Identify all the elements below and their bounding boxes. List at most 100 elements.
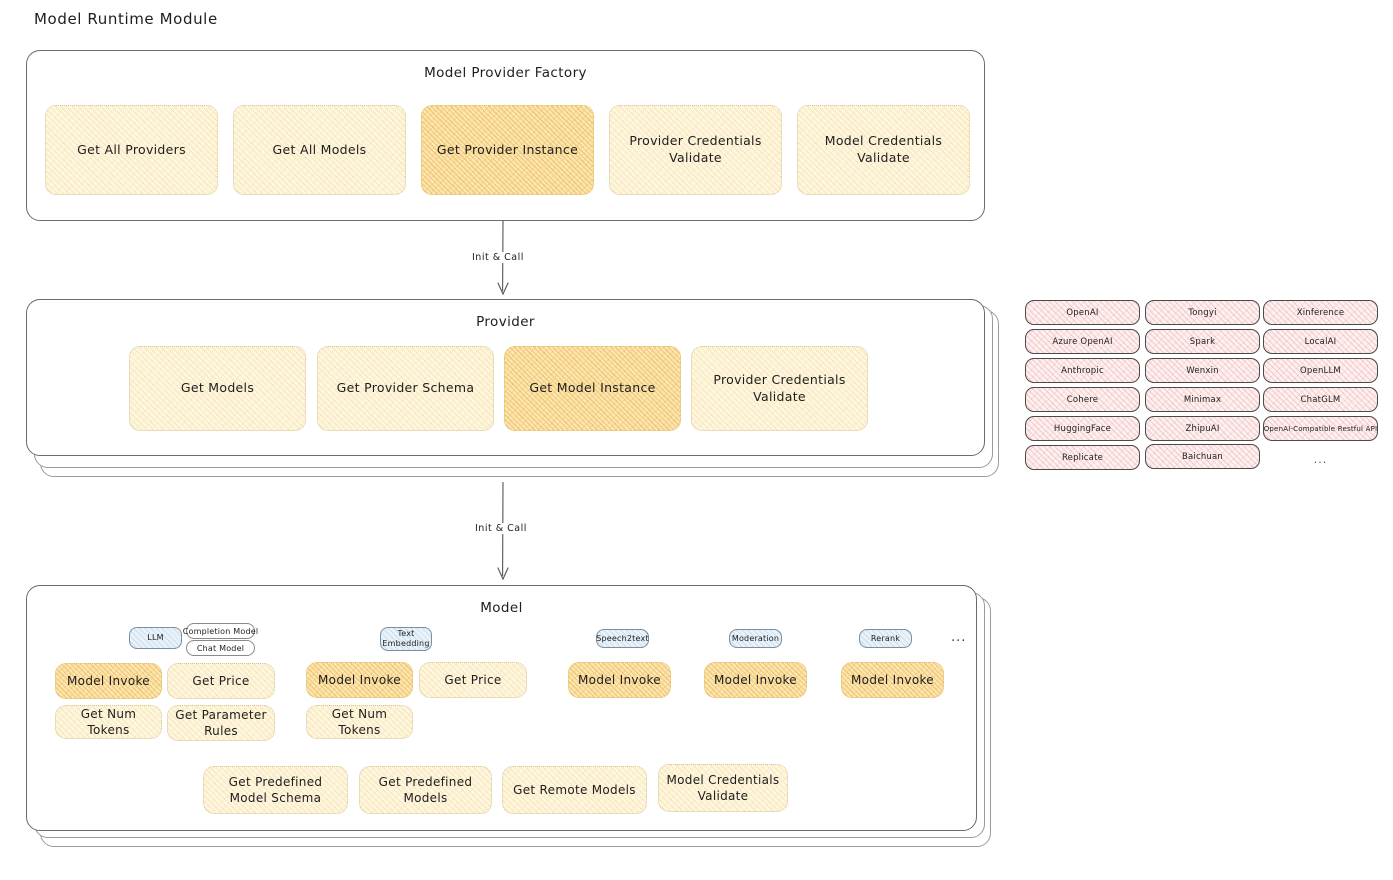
factory-method-model-credentials-validate[interactable]: Model Credentials Validate [797,105,970,195]
provider-tag-label: Wenxin [1186,365,1219,376]
provider-tag-tongyi[interactable]: Tongyi [1145,300,1260,325]
model-common-method-get-predefined-model-schema[interactable]: Get Predefined Model Schema [203,766,348,814]
provider-tag-label: ChatGLM [1300,394,1341,405]
provider-tag-openllm[interactable]: OpenLLM [1263,358,1378,383]
provider-tag-xinference[interactable]: Xinference [1263,300,1378,325]
provider-tag-label: Replicate [1061,452,1104,463]
provider-tag-huggingface[interactable]: HuggingFace [1025,416,1140,441]
method-label: Get Remote Models [513,782,636,797]
provider-tag-label: Baichuan [1181,451,1224,462]
factory-method-label: Model Credentials Validate [824,133,943,165]
provider-tag-label: LocalAI [1304,336,1337,347]
method-label: Get Predefined Model Schema [228,774,323,805]
method-label: Model Invoke [851,672,934,687]
model-type-label: Speech2text [596,633,649,643]
rerank-method-model-invoke[interactable]: Model Invoke [841,662,944,698]
provider-tag-label: Azure OpenAI [1052,336,1113,347]
provider-tag-minimax[interactable]: Minimax [1145,387,1260,412]
model-common-method-get-predefined-models[interactable]: Get Predefined Models [359,766,492,814]
model-subtype-label: Completion Model [182,626,259,636]
method-label: Get Parameter Rules [175,707,267,738]
provider-tag-label: Cohere [1066,394,1099,405]
llm-method-get-num-tokens[interactable]: Get Num Tokens [55,705,162,739]
provider-method-get-provider-schema[interactable]: Get Provider Schema [317,346,494,431]
factory-method-provider-credentials-validate[interactable]: Provider Credentials Validate [609,105,782,195]
provider-tag-wenxin[interactable]: Wenxin [1145,358,1260,383]
method-label: Model Invoke [578,672,661,687]
provider-method-label: Get Provider Schema [336,380,475,396]
provider-tag-anthropic[interactable]: Anthropic [1025,358,1140,383]
model-title: Model [480,600,523,616]
model-subtype-chat-model[interactable]: Chat Model [186,640,255,656]
text-embedding-method-model-invoke[interactable]: Model Invoke [306,662,413,698]
arrow-label-init-call-1: Init & Call [469,252,527,263]
text-embedding-method-get-num-tokens[interactable]: Get Num Tokens [306,705,413,739]
model-type-label: Rerank [870,633,901,643]
provider-title: Provider [476,314,535,330]
factory-method-label: Get All Models [272,141,367,157]
factory-method-label: Get All Providers [77,141,186,157]
method-label: Model Invoke [67,673,150,688]
provider-tag-spark[interactable]: Spark [1145,329,1260,354]
provider-tag-chatglm[interactable]: ChatGLM [1263,387,1378,412]
model-common-method-get-remote-models[interactable]: Get Remote Models [502,766,647,814]
provider-method-provider-credentials-validate[interactable]: Provider Credentials Validate [691,346,868,431]
model-type-rerank-chip[interactable]: Rerank [859,629,912,648]
model-types-more: ... [951,630,967,645]
model-type-llm-chip[interactable]: LLM [129,627,182,649]
provider-method-get-model-instance[interactable]: Get Model Instance [504,346,681,431]
llm-method-model-invoke[interactable]: Model Invoke [55,663,162,699]
provider-tag-label: Tongyi [1188,307,1217,318]
model-common-method-model-credentials-validate[interactable]: Model Credentials Validate [658,764,788,812]
factory-method-get-provider-instance[interactable]: Get Provider Instance [421,105,594,195]
method-label: Get Num Tokens [331,706,388,737]
model-panel: Model [26,585,977,831]
provider-tag-label: Spark [1189,336,1216,347]
model-subtype-label: Chat Model [196,643,245,653]
method-label: Get Price [192,673,250,688]
provider-method-label: Get Models [180,380,255,396]
page-title: Model Runtime Module [34,10,218,28]
method-label: Model Credentials Validate [666,772,780,803]
provider-tag-label: OpenAI-Compatible Restful API [1263,424,1378,433]
provider-tag-label: Minimax [1183,394,1222,405]
provider-tag-localai[interactable]: LocalAI [1263,329,1378,354]
provider-tag-replicate[interactable]: Replicate [1025,445,1140,470]
provider-tag-label: HuggingFace [1053,423,1112,434]
provider-tag-label: Anthropic [1061,365,1104,376]
provider-tag-baichuan[interactable]: Baichuan [1145,444,1260,469]
provider-list-more: ... [1313,452,1328,466]
method-label: Model Invoke [714,672,797,687]
provider-tag-cohere[interactable]: Cohere [1025,387,1140,412]
model-type-moderation-chip[interactable]: Moderation [729,629,782,648]
llm-method-get-price[interactable]: Get Price [167,663,275,699]
provider-tag-openai-compatible-restful-api[interactable]: OpenAI-Compatible Restful API [1263,416,1378,441]
provider-tag-label: ZhipuAI [1185,423,1220,434]
factory-method-label: Get Provider Instance [436,141,579,157]
factory-title: Model Provider Factory [424,65,587,81]
provider-tag-openai[interactable]: OpenAI [1025,300,1140,325]
speech2text-method-model-invoke[interactable]: Model Invoke [568,662,671,698]
provider-tag-azure-openai[interactable]: Azure OpenAI [1025,329,1140,354]
text-embedding-method-get-price[interactable]: Get Price [419,662,527,698]
model-type-text-embedding-chip[interactable]: Text Embedding [380,627,432,651]
method-label: Get Price [444,672,502,687]
provider-method-label: Provider Credentials Validate [713,371,846,404]
factory-method-get-all-models[interactable]: Get All Models [233,105,406,195]
method-label: Model Invoke [318,672,401,687]
model-type-label: Text Embedding [382,629,430,648]
provider-tag-label: OpenAI [1066,307,1099,318]
provider-method-get-models[interactable]: Get Models [129,346,306,431]
provider-method-label: Get Model Instance [529,380,656,396]
factory-method-get-all-providers[interactable]: Get All Providers [45,105,218,195]
moderation-method-model-invoke[interactable]: Model Invoke [704,662,807,698]
provider-tag-label: Xinference [1296,307,1345,318]
model-type-speech2text-chip[interactable]: Speech2text [596,629,649,648]
method-label: Get Num Tokens [80,706,137,737]
model-subtype-completion-model[interactable]: Completion Model [183,623,258,639]
model-type-label: Moderation [731,633,780,643]
llm-method-get-parameter-rules[interactable]: Get Parameter Rules [167,705,275,741]
provider-tag-zhipuai[interactable]: ZhipuAI [1145,416,1260,441]
arrow-label-init-call-2: Init & Call [472,523,530,534]
